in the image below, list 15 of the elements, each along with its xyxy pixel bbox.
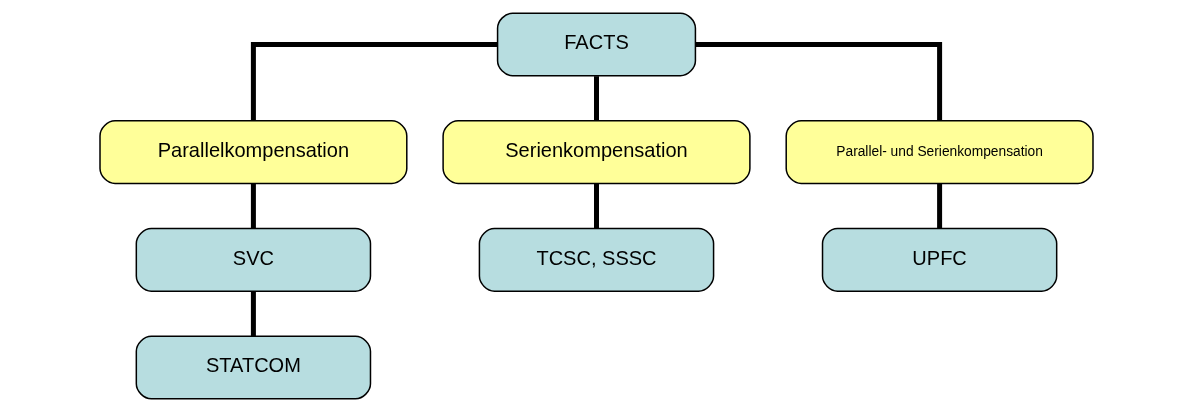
node-box: Serienkompensation	[441, 120, 751, 185]
connector	[250, 291, 256, 337]
node-box: TCSC, SSSC	[478, 227, 714, 292]
connector	[593, 76, 599, 121]
node-box: Parallel- und Serienkompensation	[784, 120, 1094, 185]
connector	[250, 183, 256, 229]
connector	[593, 183, 599, 229]
connector	[250, 41, 497, 121]
node-box: SVC	[135, 227, 371, 292]
node-box: Parallelkompensation	[98, 120, 408, 185]
connector	[695, 41, 942, 121]
node-box: UPFC	[821, 227, 1057, 292]
node-box: STATCOM	[135, 335, 371, 400]
node-box: FACTS	[496, 12, 696, 77]
connector	[936, 183, 942, 229]
